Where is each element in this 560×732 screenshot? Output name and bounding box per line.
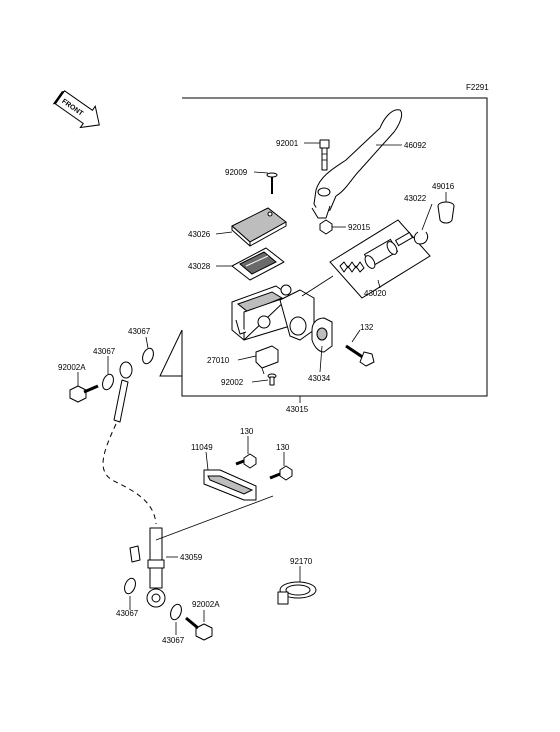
piston-kit-frame	[329, 219, 431, 299]
callout-43067-d: 43067	[162, 636, 185, 645]
upper-banjo-fitting	[113, 361, 133, 423]
callout-43059: 43059	[180, 553, 203, 562]
callout-43020: 43020	[364, 289, 387, 298]
callout-43067-a: 43067	[128, 327, 151, 336]
upper-banjo-bolt	[69, 384, 99, 403]
callout-27010: 27010	[207, 356, 230, 365]
callout-43034: 43034	[308, 374, 331, 383]
cap-screw	[266, 172, 278, 194]
brake-switch	[255, 345, 279, 375]
cable-clamp	[277, 581, 317, 605]
upper-washer	[142, 347, 154, 365]
lower-hose-fitting	[129, 527, 166, 608]
callout-43015: 43015	[286, 405, 309, 414]
hose-bracket	[203, 469, 257, 501]
callout-132: 132	[360, 323, 374, 332]
figure-code: F2291	[466, 83, 489, 92]
pivot-bolt	[319, 139, 330, 171]
brake-lever	[311, 109, 403, 219]
callout-92170: 92170	[290, 557, 313, 566]
diaphragm	[231, 247, 285, 281]
assembly-frame	[181, 97, 488, 397]
lower-washer	[124, 577, 136, 595]
lower-washer-2	[170, 603, 182, 621]
clamp-bolt	[345, 344, 375, 367]
master-cylinder-body	[231, 284, 315, 341]
clamp-holder	[311, 317, 333, 353]
lever-nut	[319, 219, 333, 235]
callout-43022: 43022	[404, 194, 427, 203]
assembly-frame-tab	[159, 329, 183, 377]
callout-92015: 92015	[348, 223, 371, 232]
callout-46092: 46092	[404, 141, 427, 150]
callout-92009: 92009	[225, 168, 248, 177]
reservoir-cap	[231, 207, 287, 247]
callout-130-b: 130	[276, 443, 290, 452]
bracket-bolt-1	[235, 453, 257, 469]
front-arrow-icon: FRONT	[52, 90, 100, 129]
lower-banjo-bolt	[185, 616, 213, 641]
callout-43026: 43026	[188, 230, 211, 239]
callout-49016: 49016	[432, 182, 455, 191]
upper-washer-2	[102, 373, 114, 391]
piston-assembly	[339, 231, 413, 273]
callout-43028: 43028	[188, 262, 211, 271]
bracket-bolt-2	[269, 465, 293, 481]
brake-hose	[102, 423, 157, 525]
circlip	[413, 231, 429, 245]
callout-92002: 92002	[221, 378, 244, 387]
callout-11049: 11049	[191, 443, 213, 452]
dust-boot	[437, 201, 455, 224]
callout-92002a-b: 92002A	[192, 600, 220, 609]
callout-130-a: 130	[240, 427, 254, 436]
switch-screw	[267, 373, 277, 386]
callout-92002a-a: 92002A	[58, 363, 86, 372]
callout-92001: 92001	[276, 139, 299, 148]
callout-43067-b: 43067	[93, 347, 116, 356]
callout-43067-c: 43067	[116, 609, 139, 618]
